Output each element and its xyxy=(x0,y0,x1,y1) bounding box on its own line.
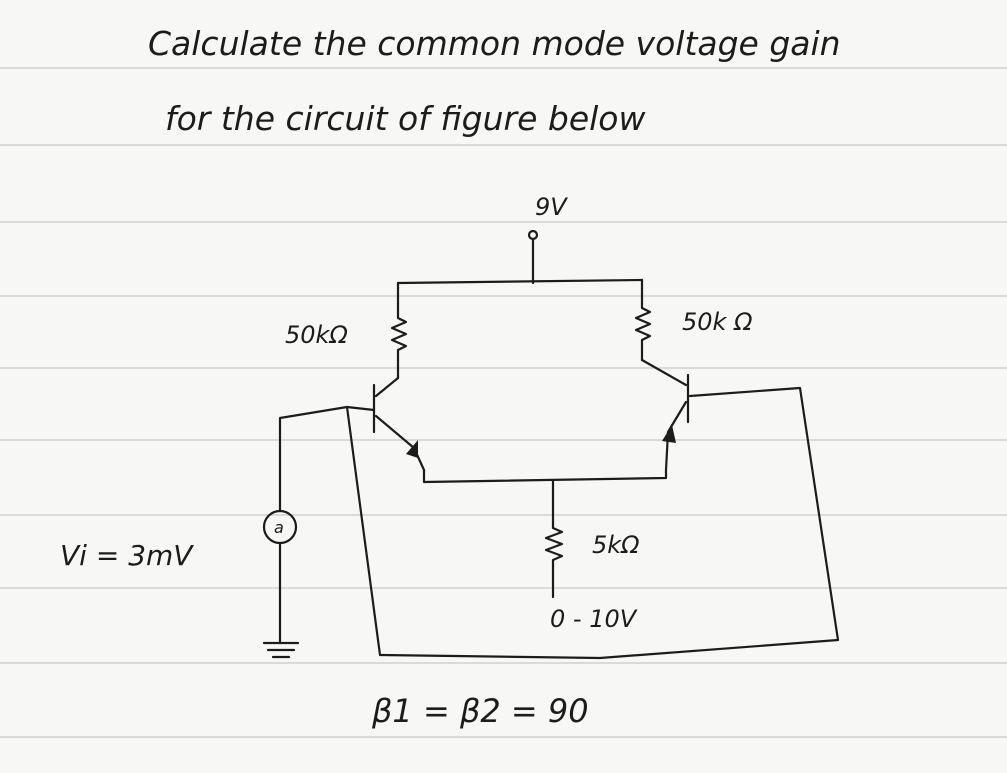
right-resistor-label: 50k Ω xyxy=(682,308,753,336)
tail-resistor xyxy=(544,478,564,599)
right-emitter-arrow xyxy=(662,425,676,443)
input-voltage-label: Vi = 3mV xyxy=(60,539,194,572)
beta-relation: β1 = β2 = 90 xyxy=(371,692,589,730)
emitter-rail xyxy=(422,468,668,484)
left-transistor xyxy=(372,376,426,472)
top-rail xyxy=(396,278,644,285)
ruled-lines xyxy=(0,67,1007,738)
question-line-2: for the circuit of figure below xyxy=(165,99,646,138)
ground-icon xyxy=(262,641,300,659)
common-input-loop xyxy=(345,386,840,660)
supply-terminal xyxy=(527,229,539,241)
question-line-1: Calculate the common mode voltage gain xyxy=(148,24,841,63)
left-collector-resistor xyxy=(390,281,408,380)
left-collector-lead xyxy=(374,376,400,398)
left-emitter-arrow xyxy=(406,440,418,458)
tail-resistor-label: 5kΩ xyxy=(592,531,640,559)
left-resistor-label: 50kΩ xyxy=(285,321,348,349)
supply-negative-label: 0 - 10V xyxy=(550,605,638,633)
right-transistor xyxy=(640,358,690,472)
right-collector-lead xyxy=(640,358,688,387)
left-base-wire xyxy=(278,405,376,512)
source-label: a xyxy=(274,518,284,537)
right-collector-resistor xyxy=(634,278,652,362)
supply-positive-label: 9V xyxy=(535,193,568,221)
